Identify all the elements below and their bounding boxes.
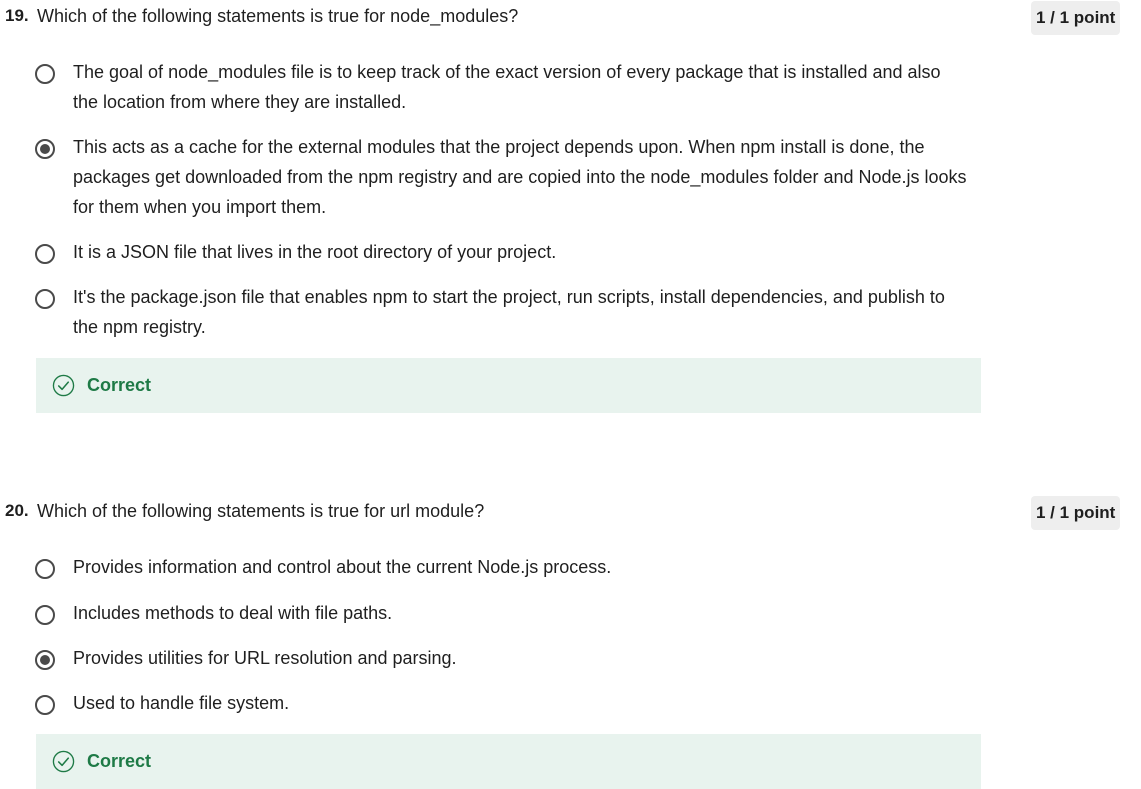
radio-button-selected[interactable] xyxy=(35,650,55,670)
question-text: Which of the following statements is tru… xyxy=(37,501,485,521)
option-label: The goal of node_modules file is to keep… xyxy=(73,62,941,112)
radio-button[interactable] xyxy=(35,244,55,264)
feedback-label: Correct xyxy=(87,751,152,771)
radio-button[interactable] xyxy=(35,64,55,84)
question-text: Which of the following statements is tru… xyxy=(37,6,519,26)
radio-button[interactable] xyxy=(35,605,55,625)
radio-button-selected[interactable] xyxy=(35,139,55,159)
feedback-correct: Correct xyxy=(36,358,981,413)
option-label: Provides utilities for URL resolution an… xyxy=(73,648,457,668)
option-label: Provides information and control about t… xyxy=(73,557,612,577)
points-badge: 1 / 1 point xyxy=(1031,1,1121,35)
feedback-label: Correct xyxy=(87,375,152,395)
radio-button[interactable] xyxy=(35,559,55,579)
feedback-correct: Correct xyxy=(36,734,981,789)
option-label: It is a JSON file that lives in the root… xyxy=(73,242,557,262)
question-number: 19. xyxy=(5,6,29,25)
check-circle-icon xyxy=(52,374,75,397)
option-label: Includes methods to deal with file paths… xyxy=(73,603,393,623)
radio-button[interactable] xyxy=(35,289,55,309)
radio-button[interactable] xyxy=(35,695,55,715)
question-number: 20. xyxy=(5,501,29,520)
option-label: It's the package.json file that enables … xyxy=(73,287,945,337)
check-circle-icon xyxy=(52,750,75,773)
points-badge: 1 / 1 point xyxy=(1031,496,1121,530)
option-label: Used to handle file system. xyxy=(73,693,290,713)
option-label: This acts as a cache for the external mo… xyxy=(73,137,967,217)
